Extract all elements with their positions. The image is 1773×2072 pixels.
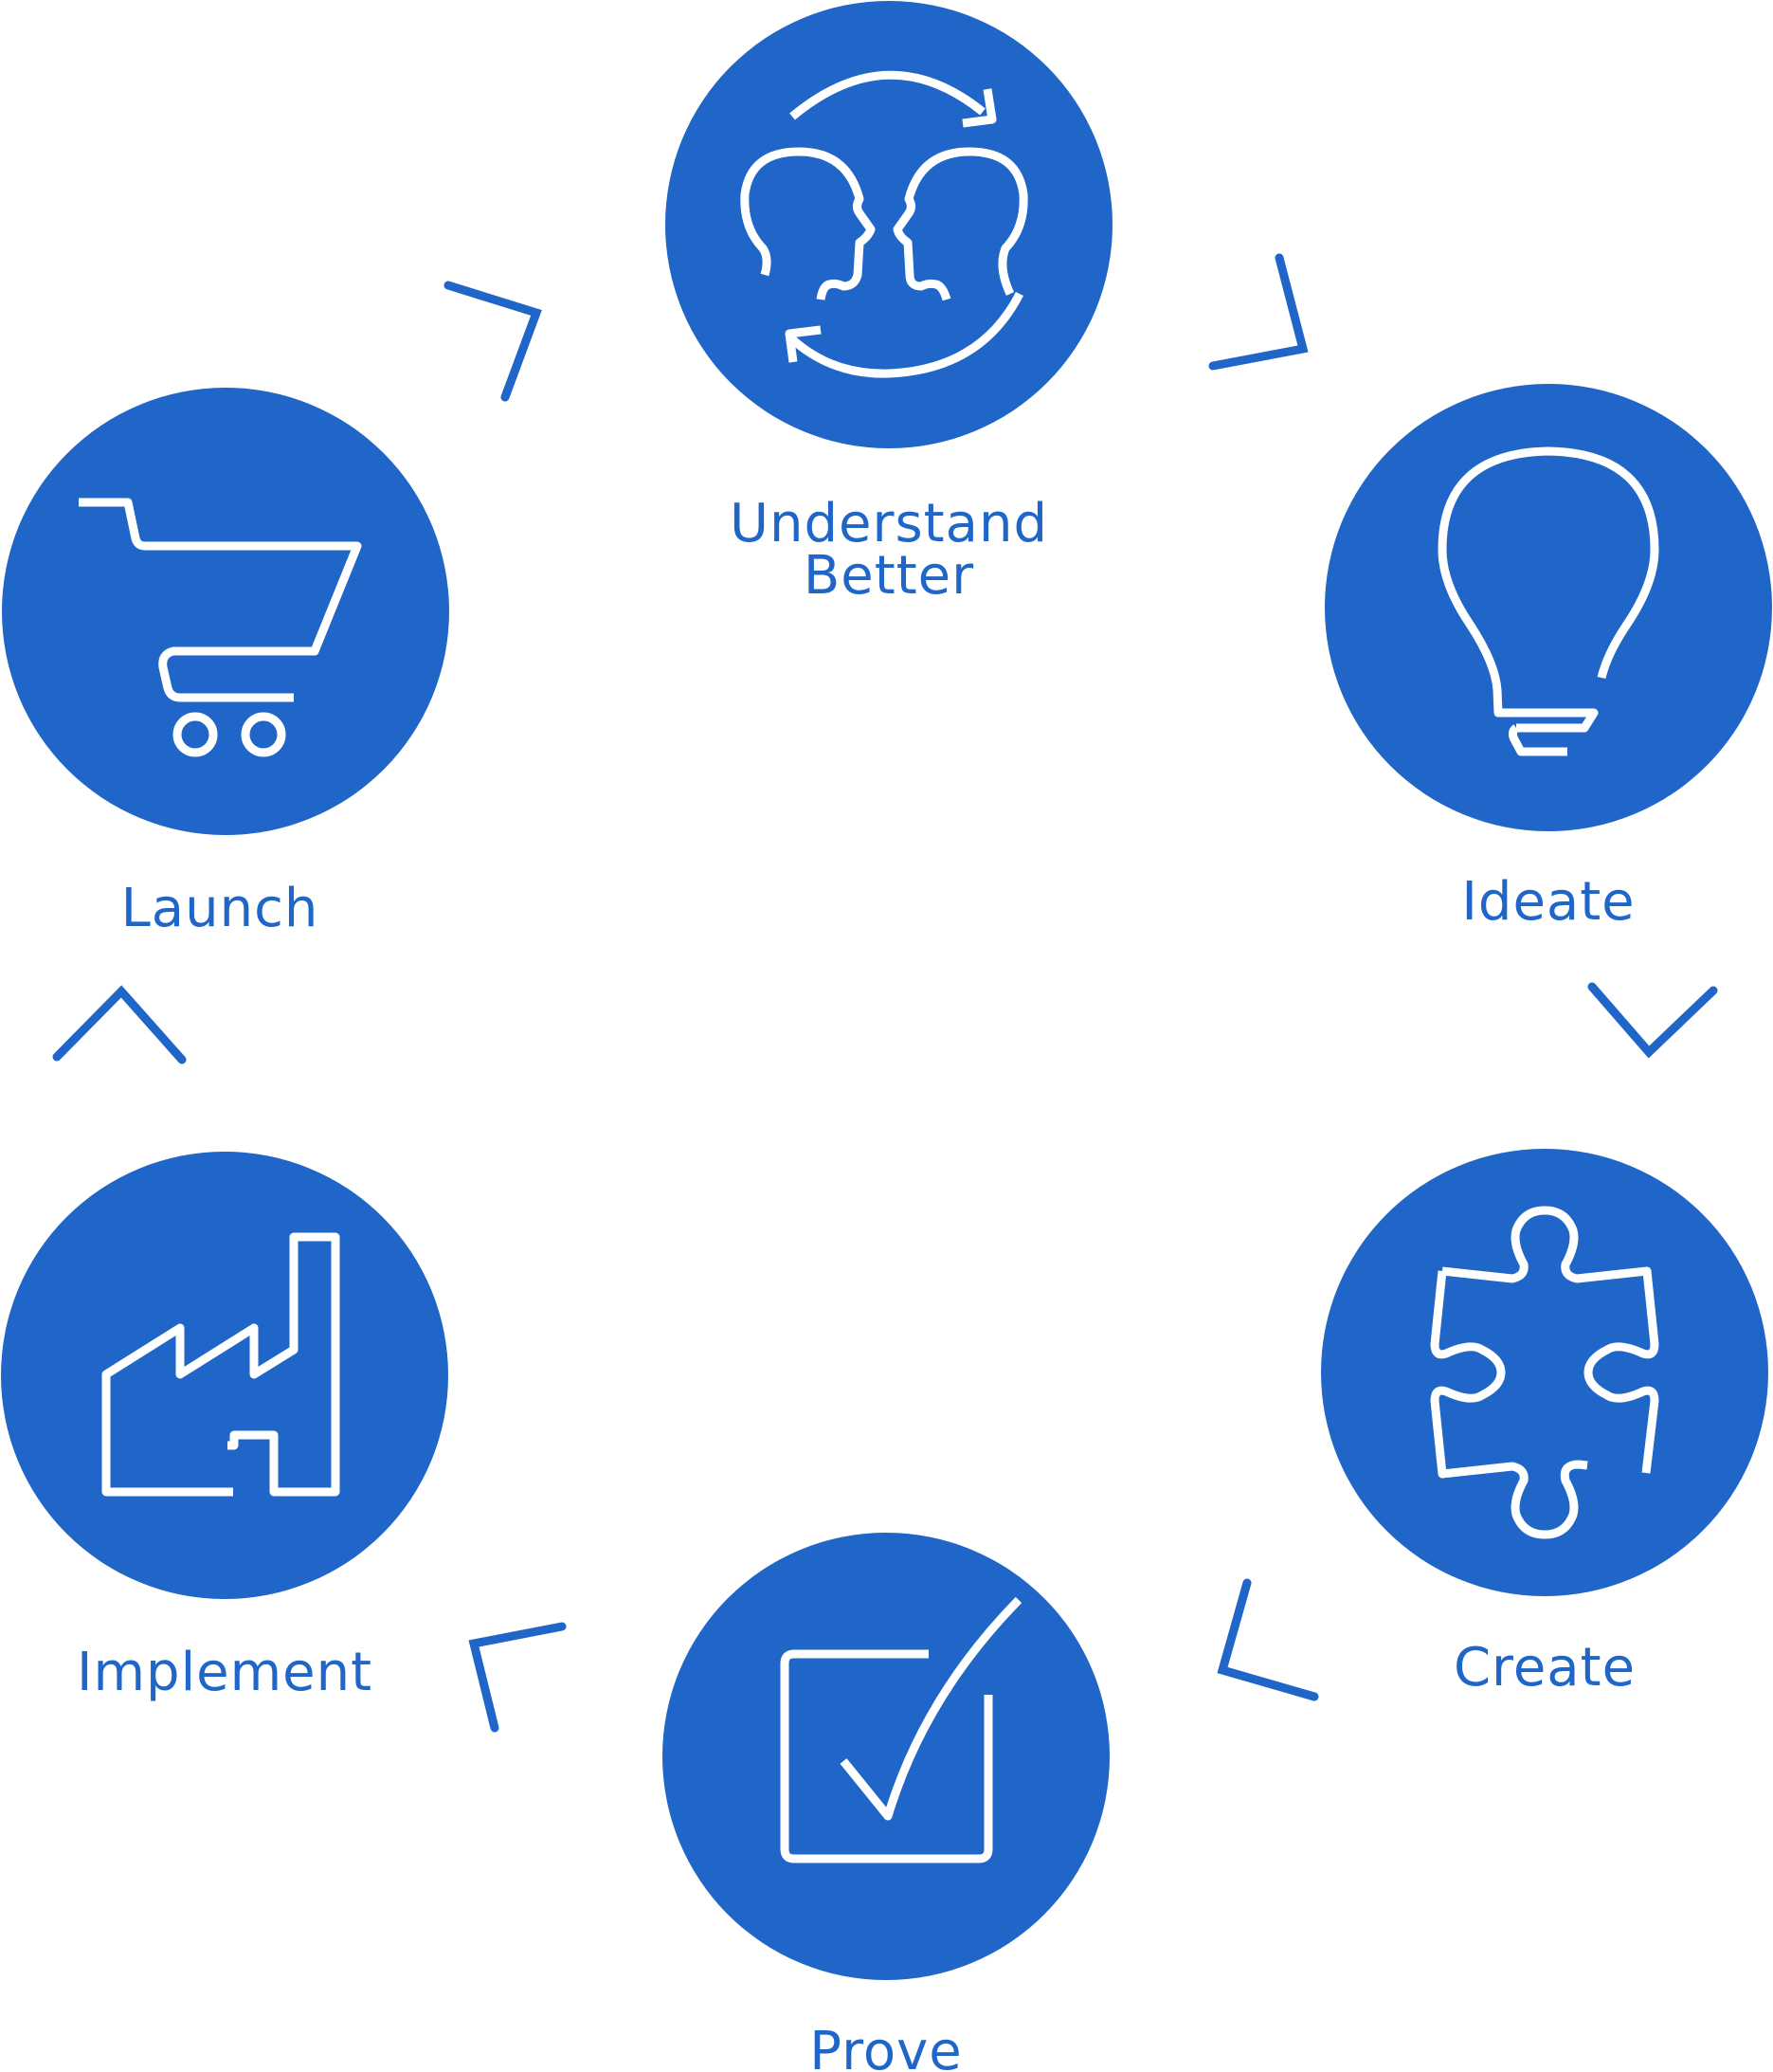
stage-circle (1325, 384, 1772, 831)
factory-icon (101, 1232, 340, 1497)
chevron-icon (52, 985, 187, 1064)
stage-circle (662, 1533, 1110, 1980)
stage-label: Ideate (1461, 871, 1635, 933)
stage-label: Implement (77, 1642, 372, 1703)
chevron-icon (1587, 982, 1718, 1059)
stage-prove: Prove (662, 1533, 1110, 2072)
stage-label: Launch (121, 878, 319, 939)
stage-circle (1321, 1149, 1768, 1596)
chevron-icon (468, 1622, 567, 1733)
checkbox-checkmark-icon (780, 1596, 1022, 1863)
stage-label: Create (1454, 1637, 1636, 1699)
chevron-icon (443, 281, 542, 402)
chevron-icon (1217, 1578, 1319, 1701)
stage-label: Prove (809, 2021, 962, 2072)
chevron-icon (1208, 253, 1309, 371)
stage-label: Understand (730, 493, 1048, 554)
stage-circle (665, 1, 1113, 448)
stage-circle (1, 1152, 448, 1599)
shopping-cart-icon (79, 498, 362, 757)
stage-ideate: Ideate (1325, 384, 1772, 933)
stage-launch: Launch (2, 388, 449, 939)
lightbulb-icon (1438, 446, 1659, 756)
two-heads-exchange-icon (740, 70, 1028, 378)
stage-understand-better: Understand Better (665, 1, 1113, 607)
stage-circle (2, 388, 449, 835)
stage-implement: Implement (1, 1152, 448, 1703)
stage-label: Better (804, 545, 974, 607)
puzzle-piece-icon (1430, 1206, 1659, 1539)
stage-create: Create (1321, 1149, 1768, 1699)
